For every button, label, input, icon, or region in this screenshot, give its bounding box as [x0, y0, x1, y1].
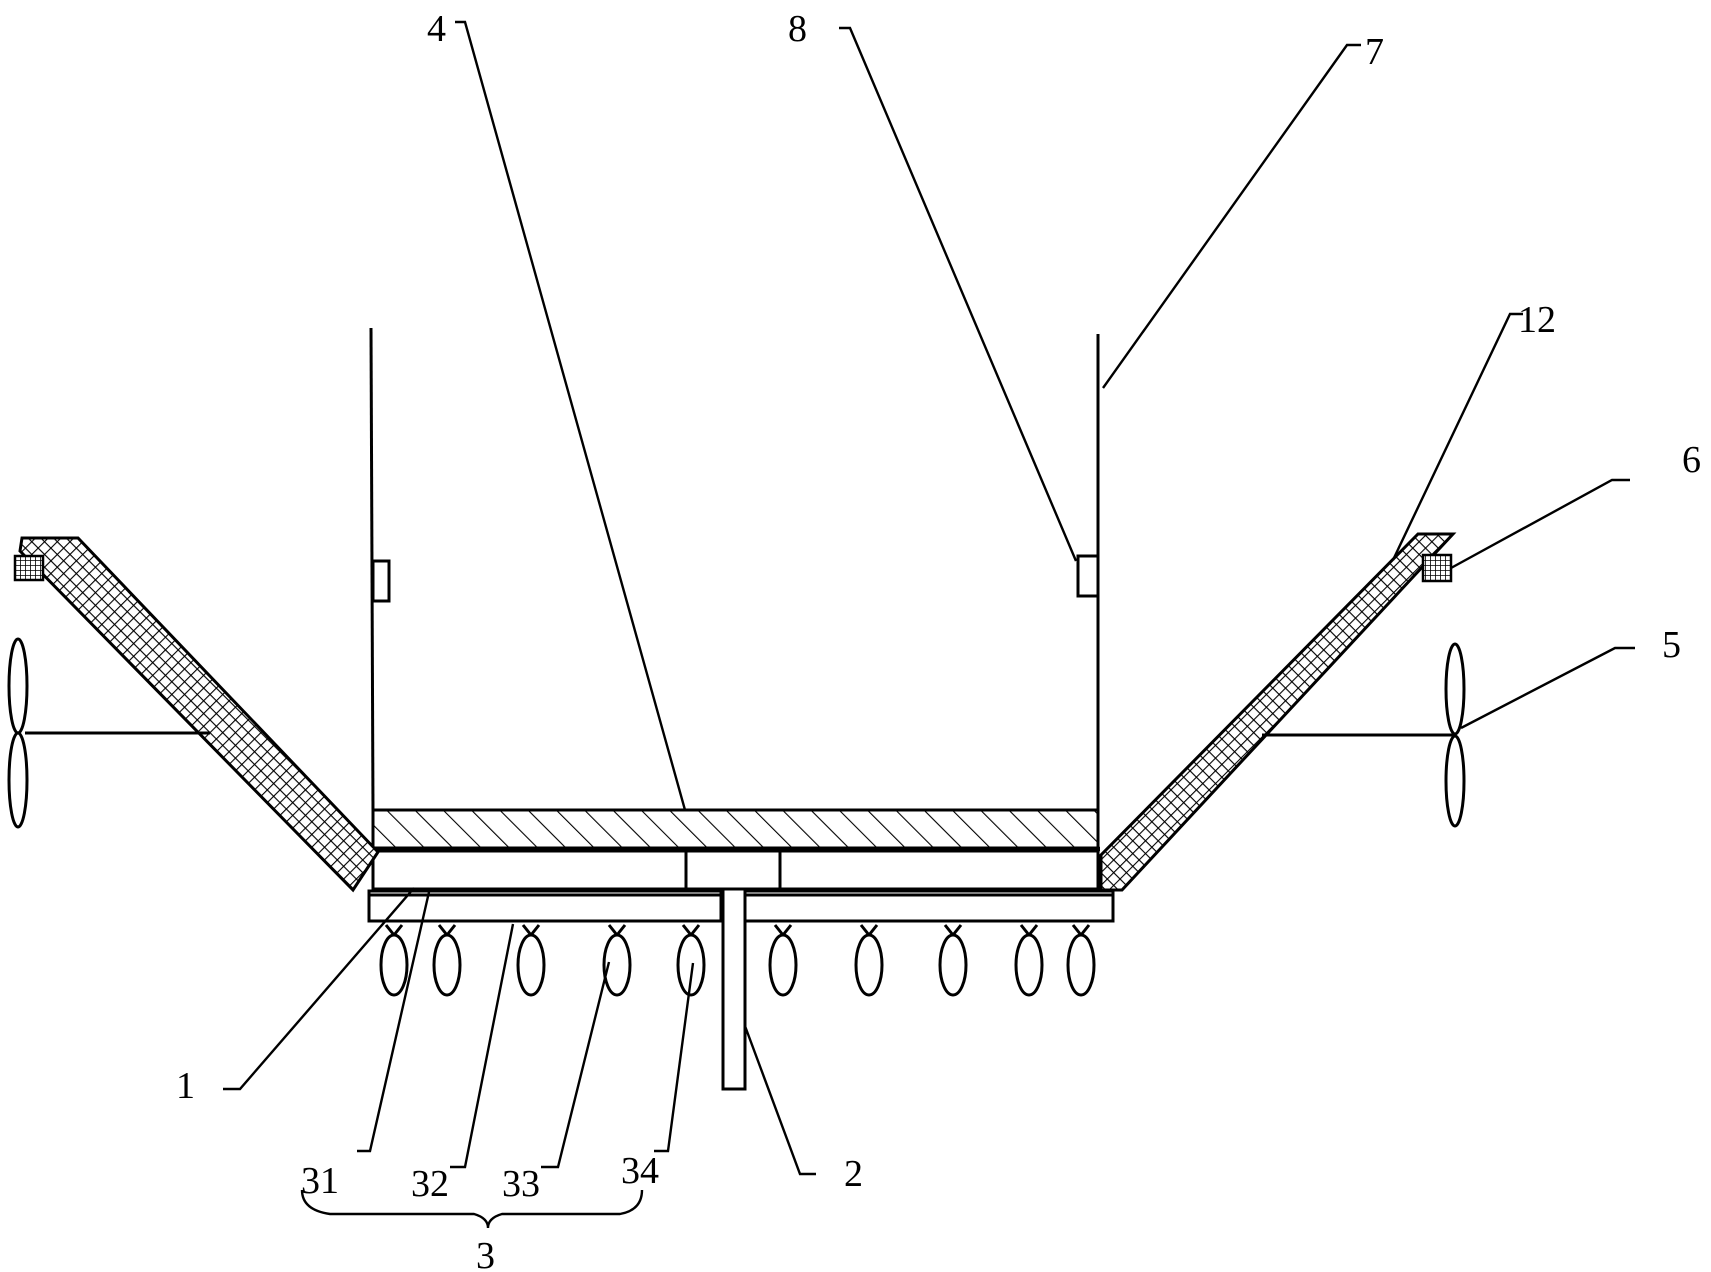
- support-post-2: [721, 887, 747, 1091]
- right-sensor-8: [1076, 554, 1100, 598]
- label-2: 2: [844, 1153, 863, 1195]
- callout-labels: 4 8 7 12 6 5 1 31 32 33 34 2 3: [176, 8, 1701, 1272]
- label-8: 8: [788, 8, 807, 50]
- label-31: 31: [301, 1160, 339, 1202]
- pendant: [854, 924, 884, 997]
- label-6: 6: [1682, 439, 1701, 481]
- pendant: [602, 924, 632, 997]
- leader-lines: [223, 20, 1635, 1229]
- right-endcap-6: [1421, 553, 1453, 583]
- pendant: [1014, 924, 1044, 997]
- label-1: 1: [176, 1065, 195, 1107]
- label-7: 7: [1365, 31, 1384, 73]
- pendant: [676, 924, 706, 997]
- pendant: [432, 924, 462, 997]
- left-sensor-8: [371, 559, 391, 603]
- right-propeller-5: [1262, 642, 1466, 828]
- float-body-1: [371, 849, 1100, 891]
- label-33: 33: [502, 1163, 540, 1205]
- label-4: 4: [427, 8, 446, 50]
- label-34: 34: [621, 1150, 659, 1192]
- left-endcap-6: [13, 554, 45, 582]
- pendant: [379, 924, 409, 997]
- pendant: [516, 924, 546, 997]
- tank-walls: [369, 327, 1100, 813]
- pendant-row-33: [379, 924, 1096, 997]
- label-3: 3: [476, 1235, 495, 1272]
- label-5: 5: [1662, 624, 1681, 666]
- label-12: 12: [1518, 299, 1556, 341]
- pendant: [1066, 924, 1096, 997]
- left-wing-panel: [18, 536, 380, 893]
- label-32: 32: [411, 1163, 449, 1205]
- pendant: [938, 924, 968, 997]
- pendant: [768, 924, 798, 997]
- right-wing-panel-12: [1099, 532, 1457, 892]
- hatched-layer-4: [371, 808, 1100, 850]
- left-propeller-5: [7, 637, 210, 829]
